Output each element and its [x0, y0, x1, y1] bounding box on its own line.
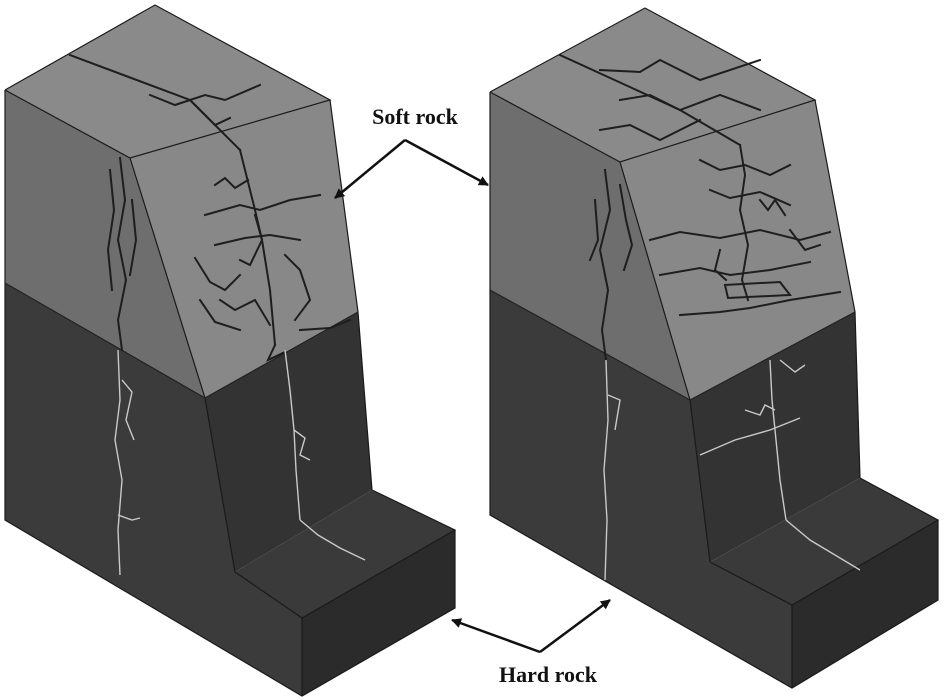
- hard-rock-arrow-right: [539, 598, 611, 654]
- left-hard-left-face: [5, 283, 302, 696]
- left-rock-model: [4, 4, 457, 697]
- right-soft-left-face: [490, 92, 690, 400]
- left-soft-top-face: [5, 5, 330, 158]
- soft-rock-label: Soft rock: [372, 104, 459, 129]
- left-hard-front-face: [205, 312, 372, 572]
- left-soft-left-face: [5, 90, 205, 398]
- right-soft-front-face: [620, 100, 855, 400]
- left-model-edges: [4, 4, 457, 697]
- hard-rock-annotation: Hard rock: [451, 598, 611, 687]
- right-hard-left-face: [490, 290, 792, 688]
- soft-rock-arrow-right: [404, 138, 489, 187]
- left-hard-step-front: [302, 530, 455, 696]
- right-hard-step-front: [792, 520, 938, 688]
- left-cracks-dark: [68, 53, 352, 363]
- left-cracks-light: [114, 349, 366, 576]
- right-soft-top-face: [490, 8, 815, 162]
- right-model-edges: [489, 7, 940, 689]
- soft-rock-arrow-left: [334, 139, 406, 199]
- soft-rock-annotation: Soft rock: [334, 104, 489, 199]
- left-soft-front-face: [130, 100, 358, 398]
- hard-rock-label: Hard rock: [499, 662, 598, 687]
- right-rock-model: [489, 7, 940, 689]
- left-hard-step-top: [235, 490, 455, 618]
- right-cracks-dark: [558, 53, 842, 362]
- hard-rock-arrow-left: [451, 618, 541, 654]
- right-hard-step-top: [710, 478, 938, 605]
- right-cracks-light: [603, 359, 861, 581]
